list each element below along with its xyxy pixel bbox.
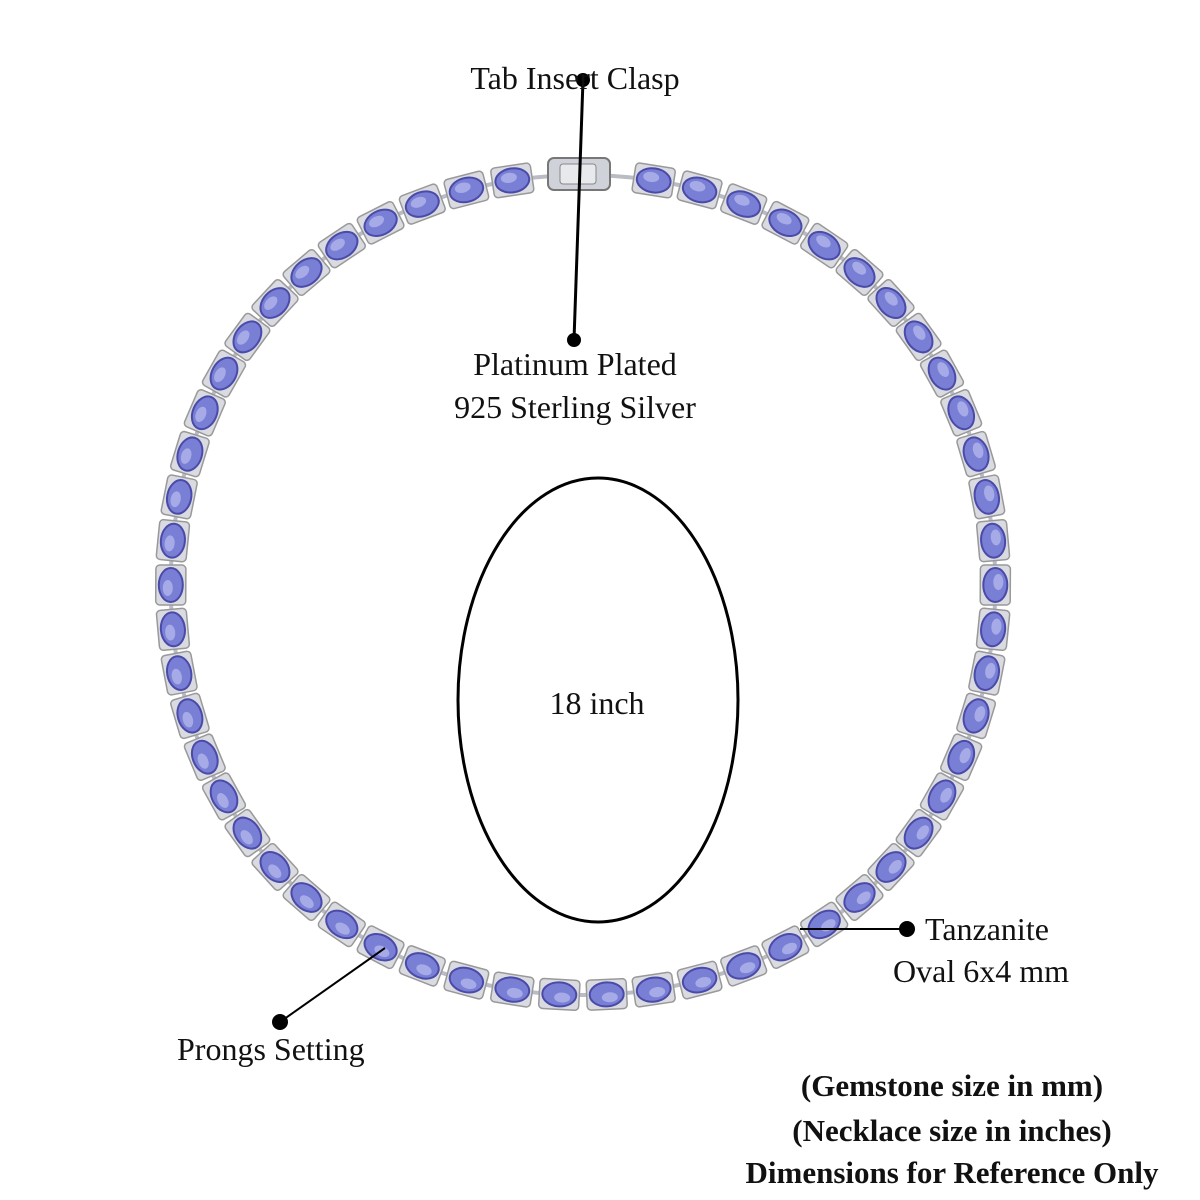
- tanzanite-gem: [356, 925, 405, 970]
- stone-dot: [899, 921, 915, 937]
- tanzanite-gem: [676, 170, 723, 210]
- tanzanite-gem: [169, 430, 210, 478]
- note-necklace-size: (Necklace size in inches): [792, 1113, 1112, 1148]
- tanzanite-gem: [490, 971, 535, 1008]
- tanzanite-gem: [631, 971, 676, 1008]
- tanzanite-gem: [585, 977, 628, 1011]
- tanzanite-gem: [155, 607, 191, 651]
- tanzanite-gem: [919, 772, 965, 821]
- tanzanite-gem: [968, 474, 1006, 520]
- stone-label-line1: Tanzanite: [925, 911, 1049, 947]
- tanzanite-gem: [975, 607, 1011, 652]
- setting-leader-line: [279, 947, 386, 1023]
- tanzanite-gem: [251, 279, 299, 327]
- tanzanite-gem: [155, 518, 191, 563]
- tanzanite-gem: [867, 279, 915, 327]
- length-oval: [456, 476, 740, 924]
- tanzanite-gem: [356, 200, 405, 245]
- tanzanite-gem: [183, 389, 226, 437]
- setting-label: Prongs Setting: [177, 1031, 365, 1067]
- tanzanite-gem: [895, 312, 942, 362]
- tanzanite-gem: [919, 349, 965, 398]
- tanzanite-gem: [201, 349, 247, 398]
- tanzanite-gem: [720, 945, 768, 987]
- tanzanite-gem: [676, 960, 723, 1000]
- tanzanite-gem: [224, 808, 271, 858]
- tanzanite-gem: [975, 519, 1011, 563]
- gemstones: [154, 162, 1012, 1012]
- tanzanite-gem: [956, 430, 996, 478]
- tanzanite-gem: [867, 843, 915, 891]
- tanzanite-gem: [398, 183, 446, 225]
- tanzanite-gem: [800, 222, 849, 269]
- tanzanite-gem: [835, 248, 884, 297]
- tanzanite-gem: [183, 733, 226, 781]
- tanzanite-gem: [224, 312, 271, 362]
- tanzanite-gem: [940, 389, 983, 437]
- tanzanite-gem: [490, 162, 535, 199]
- setting-dot: [272, 1014, 288, 1030]
- tanzanite-gem: [761, 925, 810, 970]
- tanzanite-gem: [895, 808, 942, 858]
- tanzanite-gem: [720, 183, 768, 225]
- tanzanite-gem: [968, 650, 1006, 696]
- tanzanite-gem: [761, 200, 810, 245]
- metal-label-line1: Platinum Plated: [473, 346, 677, 382]
- tanzanite-gem: [443, 170, 490, 210]
- metal-label-line2: 925 Sterling Silver: [454, 389, 696, 425]
- length-label: 18 inch: [549, 685, 645, 721]
- tanzanite-gem: [537, 977, 581, 1012]
- clasp-label: Tab Insert Clasp: [470, 60, 680, 96]
- tanzanite-gem: [979, 564, 1012, 606]
- tanzanite-gem: [443, 960, 490, 1000]
- clasp-dot: [576, 73, 590, 87]
- tanzanite-gem: [631, 162, 676, 199]
- tanzanite-gem: [201, 772, 247, 821]
- tanzanite-gem: [317, 901, 366, 948]
- tanzanite-gem: [251, 843, 299, 891]
- note-gemstone-size: (Gemstone size in mm): [800, 1068, 1104, 1103]
- note-reference-only: Dimensions for Reference Only: [745, 1155, 1159, 1190]
- tanzanite-gem: [835, 874, 884, 921]
- tanzanite-gem: [398, 945, 446, 987]
- tanzanite-gem: [282, 249, 331, 296]
- clasp-leader-line: [572, 79, 585, 341]
- tanzanite-gem: [170, 692, 210, 740]
- tanzanite-gem: [317, 222, 366, 269]
- tanzanite-gem: [282, 873, 331, 922]
- tanzanite-gem: [160, 474, 198, 520]
- metal-dot: [567, 333, 581, 347]
- tanzanite-gem: [956, 692, 997, 740]
- tanzanite-gem: [160, 650, 198, 696]
- tanzanite-gem: [154, 564, 187, 606]
- tanzanite-gem: [940, 733, 983, 781]
- stone-label-line2: Oval 6x4 mm: [893, 953, 1069, 989]
